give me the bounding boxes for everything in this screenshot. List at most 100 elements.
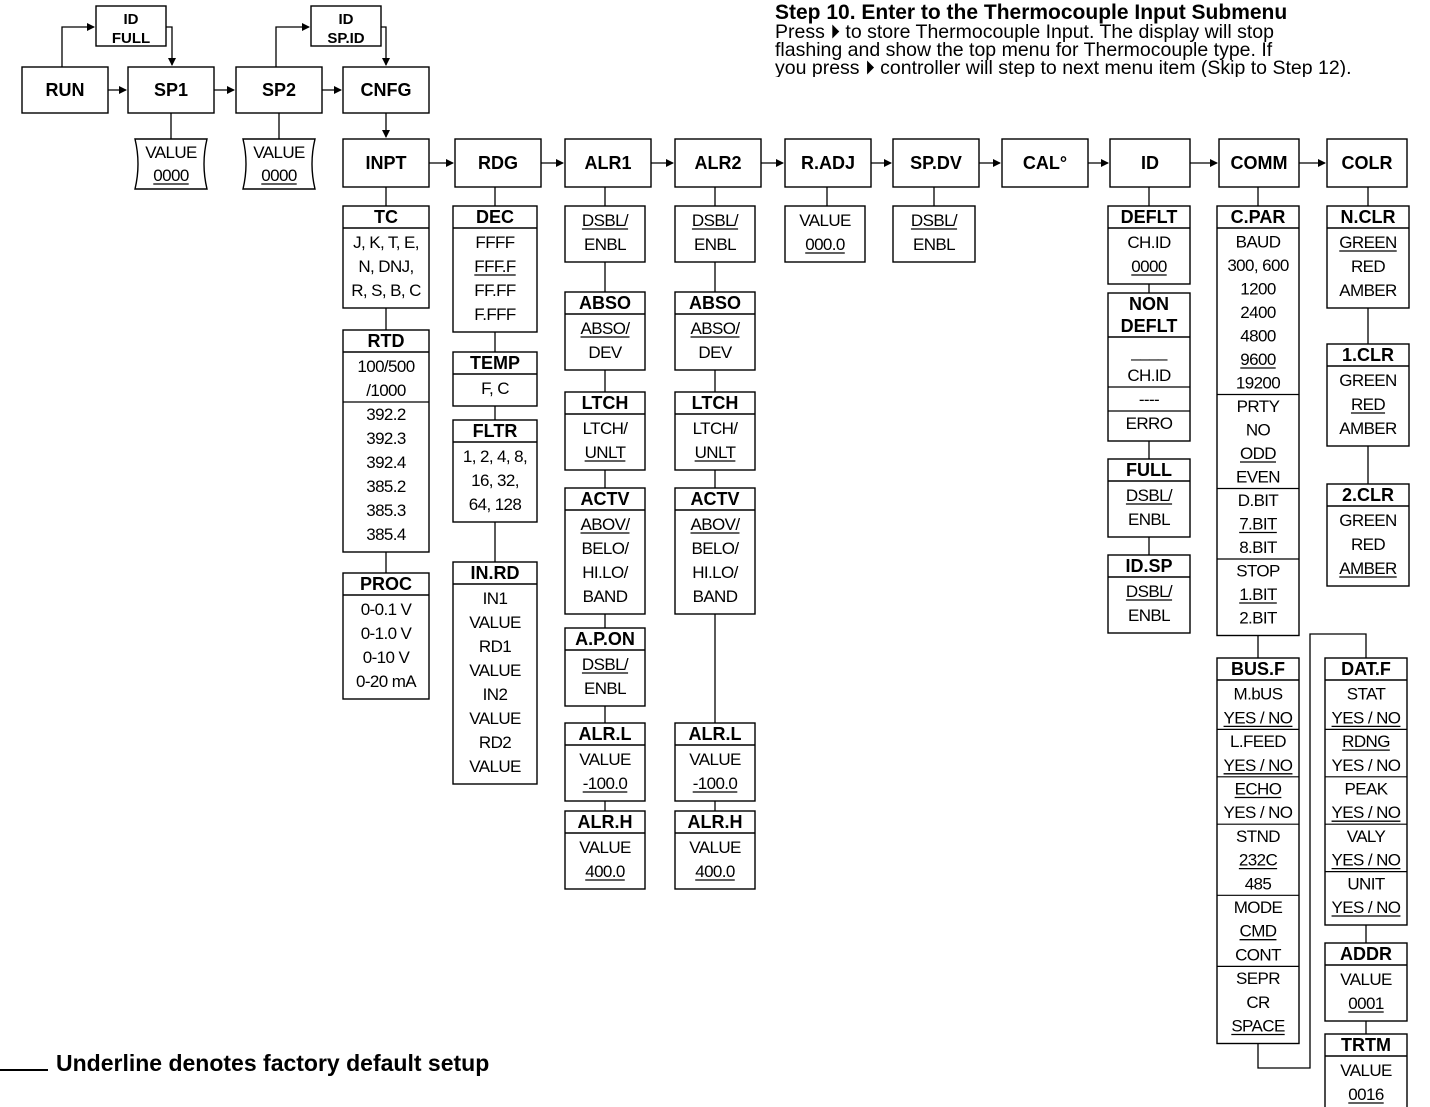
block-rdg_dec-box <box>452 205 538 333</box>
menu-alr2-box <box>674 138 762 188</box>
run-node-label: RUN <box>46 80 85 100</box>
block-line: 2400 <box>1240 303 1276 322</box>
block-line: 300, 600 <box>1227 256 1289 275</box>
block-inpt_tc: TCJ, K, T, E,N, DNJ,R, S, B, C <box>342 205 430 309</box>
block-line: VALUE <box>579 838 631 857</box>
block-line: DSBL/ <box>582 655 629 674</box>
block-line: CMD <box>1240 922 1277 941</box>
block-line: ABOV/ <box>581 515 631 534</box>
block-line: DSBL/ <box>911 211 958 230</box>
block-colr_1-box <box>1326 343 1410 447</box>
block-line: AMBER <box>1339 559 1397 578</box>
block-line: NO <box>1246 421 1271 440</box>
block-line: J, K, T, E, <box>353 233 419 252</box>
block-inpt_rtd-box <box>342 329 430 553</box>
block-line: UNIT <box>1347 874 1384 893</box>
menu-spdv-label: SP.DV <box>910 153 962 173</box>
block-comm_cpar-box <box>1216 205 1300 637</box>
block-title: DEFLT <box>1121 207 1178 227</box>
block-line: ABOV/ <box>691 515 741 534</box>
block-title: RTD <box>368 331 405 351</box>
sp1-node-box <box>127 66 215 114</box>
menu-alr1-box <box>564 138 652 188</box>
id-full-box-line1: ID <box>124 11 139 28</box>
connector <box>1257 633 1367 1069</box>
sp1-value-label: VALUE <box>145 143 197 162</box>
block-title: ALR.H <box>688 812 743 832</box>
sp1-node-label: SP1 <box>154 80 188 100</box>
block-line: DEV <box>588 343 622 362</box>
block-line: 232C <box>1239 851 1278 870</box>
block-alr2_alrl-box <box>674 722 756 802</box>
block-alr1_ltch-box <box>564 391 646 471</box>
block-title: 2.CLR <box>1342 485 1394 505</box>
block-line: 19200 <box>1236 374 1280 393</box>
block-line: R, S, B, C <box>351 281 421 300</box>
block-line: 4800 <box>1240 327 1276 346</box>
block-alr2_en: DSBL/ENBL <box>674 205 756 263</box>
block-colr_2-box <box>1326 483 1410 587</box>
block-line: STND <box>1236 827 1280 846</box>
block-line: -100.0 <box>693 774 738 793</box>
block-title: ABSO <box>689 293 741 313</box>
menu-rdg: RDG <box>454 138 542 188</box>
block-line: HI.LO/ <box>582 563 628 582</box>
block-title: DEC <box>476 207 514 227</box>
block-id_idsp-box <box>1107 554 1191 634</box>
connector <box>381 26 390 66</box>
block-line: 0016 <box>1348 1085 1384 1104</box>
block-line: IN1 <box>483 589 508 608</box>
block-line: BAND <box>583 587 628 606</box>
sp2-node-box <box>235 66 323 114</box>
block-line: VALUE <box>469 613 521 632</box>
block-line: AMBER <box>1339 281 1397 300</box>
menu-spdv-box <box>892 138 980 188</box>
id-full-box-box <box>95 5 167 47</box>
block-line: ODD <box>1240 444 1276 463</box>
block-title: LTCH <box>692 393 739 413</box>
sp2-node-label: SP2 <box>262 80 296 100</box>
block-title: ACTV <box>691 489 740 509</box>
block-line: 385.3 <box>366 501 406 520</box>
block-spdv: DSBL/ENBL <box>892 205 976 263</box>
block-line: YES / NO <box>1224 708 1293 727</box>
menu-cal: CAL° <box>1001 138 1089 188</box>
block-title: ALR.L <box>689 724 742 744</box>
block-alr1_en: DSBL/ENBL <box>564 205 646 263</box>
menu-inpt-box <box>342 138 430 188</box>
block-line: YES / NO <box>1332 851 1401 870</box>
block-title: BUS.F <box>1231 659 1285 679</box>
menu-colr-box <box>1326 138 1408 188</box>
id-spid-box-box <box>310 5 382 47</box>
block-line: YES / NO <box>1332 708 1401 727</box>
menu-id-label: ID <box>1141 153 1159 173</box>
block-line: HI.LO/ <box>692 563 738 582</box>
block-inpt_proc-box <box>342 572 430 700</box>
block-title: ALR.H <box>578 812 633 832</box>
menu-cal-box <box>1001 138 1089 188</box>
block-line: ECHO <box>1235 780 1282 799</box>
cnfg-node-box <box>342 66 430 114</box>
menu-inpt: INPT <box>342 138 430 188</box>
block-line: SEPR <box>1236 969 1280 988</box>
block-line: 400.0 <box>695 862 735 881</box>
block-line: GREEN <box>1339 371 1396 390</box>
block-line: EVEN <box>1236 468 1280 487</box>
block-line: 385.4 <box>366 525 406 544</box>
block-line: N, DNJ, <box>358 257 413 276</box>
block-title: NON <box>1129 294 1169 314</box>
block-title: N.CLR <box>1341 207 1396 227</box>
block-line: YES / NO <box>1332 803 1401 822</box>
block-colr_trtm-box <box>1324 1033 1408 1107</box>
block-line: ENBL <box>584 679 626 698</box>
